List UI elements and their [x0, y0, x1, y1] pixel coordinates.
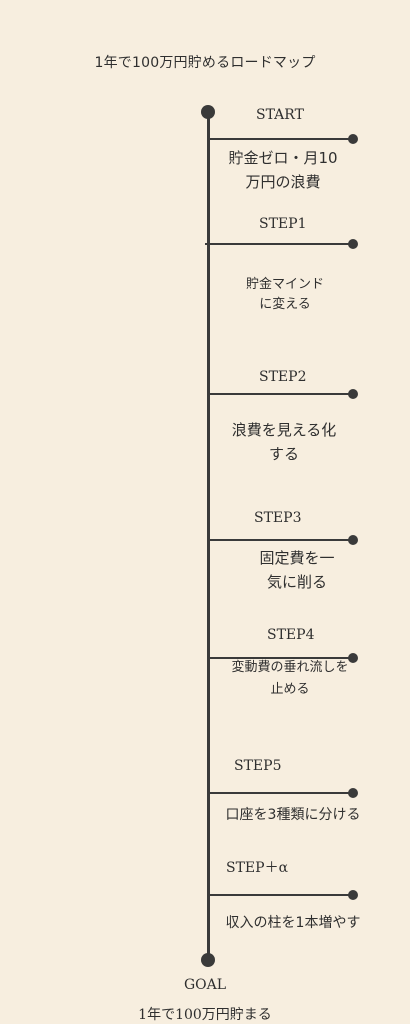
- step-label-step-alpha: STEP＋α: [226, 860, 289, 876]
- branch-dot-step4: [348, 653, 358, 663]
- step-desc-step1: 貯金マインド に変える: [245, 277, 324, 312]
- branch-step1: [205, 243, 353, 245]
- timeline-line: [207, 112, 210, 960]
- goal-node: [201, 953, 215, 967]
- branch-step4: [209, 657, 353, 659]
- step-label-step1: STEP1: [259, 216, 307, 232]
- goal-desc: 1年で100万円貯まる: [138, 1007, 272, 1023]
- branch-step2: [209, 393, 353, 395]
- branch-dot-step1: [348, 239, 358, 249]
- branch-step3: [209, 539, 353, 541]
- branch-dot-step-alpha: [348, 890, 358, 900]
- step-desc-step2: 浪費を見える化 する: [231, 421, 337, 463]
- step-label-start: START: [256, 107, 304, 123]
- branch-start: [209, 138, 353, 140]
- start-node: [201, 105, 215, 119]
- branch-dot-step3: [348, 535, 358, 545]
- step-desc-step-alpha: 収入の柱を1本増やす: [225, 915, 361, 931]
- step-desc-step3: 固定費を一 気に削る: [259, 549, 335, 591]
- branch-dot-step5: [348, 788, 358, 798]
- step-label-step5: STEP5: [234, 758, 282, 774]
- branch-dot-step2: [348, 389, 358, 399]
- step-desc-start: 貯金ゼロ・月10 万円の浪費: [228, 149, 338, 191]
- step-desc-step5: 口座を3種類に分ける: [225, 807, 361, 823]
- branch-dot-start: [348, 134, 358, 144]
- goal-label: GOAL: [183, 977, 227, 993]
- step-label-step3: STEP3: [254, 510, 302, 526]
- step-label-step4: STEP4: [267, 627, 315, 643]
- branch-step-alpha: [209, 894, 353, 896]
- roadmap-title: 1年で100万円貯めるロードマップ: [94, 55, 316, 71]
- step-label-step2: STEP2: [259, 369, 307, 385]
- step-desc-step4: 変動費の垂れ流しを 止める: [231, 660, 349, 697]
- branch-step5: [209, 792, 353, 794]
